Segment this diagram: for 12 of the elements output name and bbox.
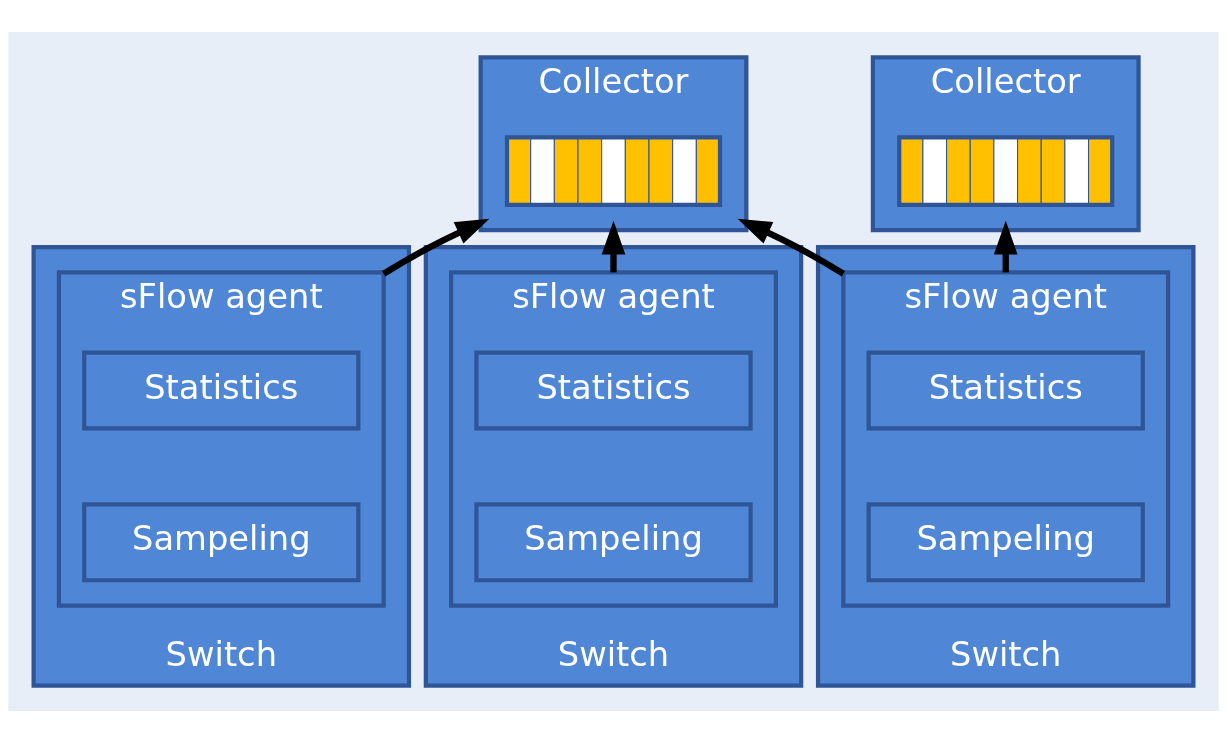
node-box: Sampeling — [474, 501, 753, 582]
node-box: Sampeling — [866, 501, 1145, 582]
node-box: Statistics — [866, 349, 1145, 431]
arrow — [382, 218, 490, 276]
arrow — [601, 220, 626, 272]
arrow — [993, 220, 1018, 272]
arrow — [737, 218, 845, 276]
node-box: Sampeling — [82, 501, 361, 582]
node-box: Statistics — [82, 349, 361, 431]
node-box: Statistics — [474, 349, 753, 431]
cluster: Collector — [870, 54, 1141, 232]
cluster: Collector — [478, 54, 749, 232]
